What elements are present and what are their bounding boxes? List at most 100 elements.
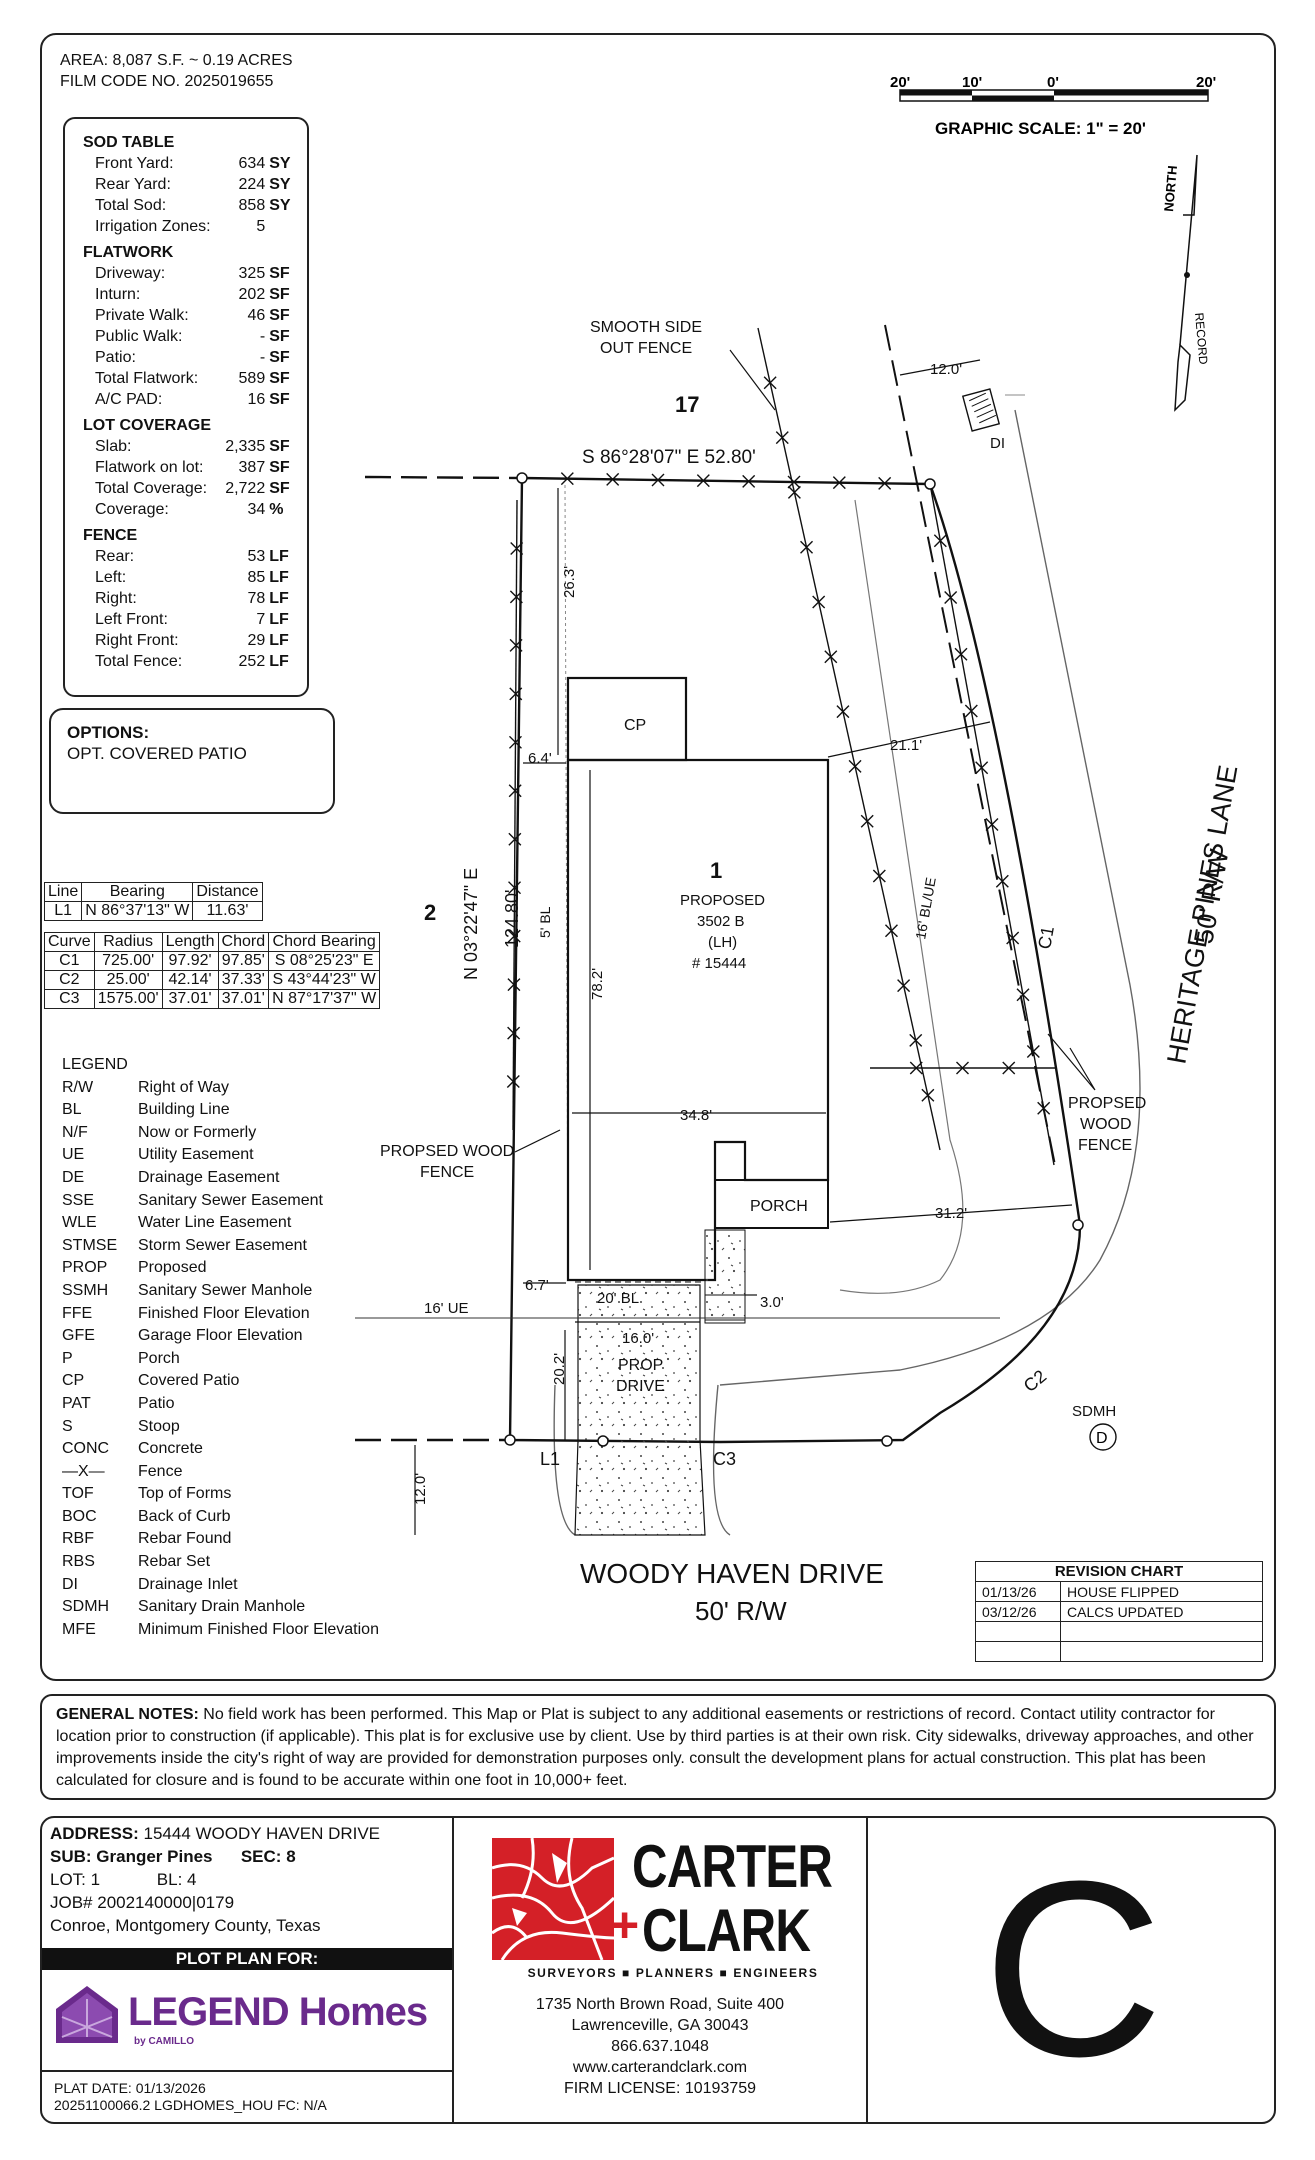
table-cell: 1575.00' xyxy=(93,989,163,1009)
legend-code: P xyxy=(62,1349,73,1367)
sod-row-label: Right Front: xyxy=(95,632,179,649)
legend-code: CONC xyxy=(62,1440,110,1458)
lot-17-label: 17 xyxy=(675,392,699,417)
sod-row-unit: SF xyxy=(269,438,290,455)
table-cell: L1 xyxy=(43,901,83,921)
legend-code: PROP xyxy=(62,1259,108,1277)
firm-contact: 1735 North Brown Road, Suite 400 Lawrenc… xyxy=(454,1994,866,2099)
fence-x-marker xyxy=(775,431,789,445)
divider-1 xyxy=(452,1818,454,2122)
fence-x-marker xyxy=(933,534,947,548)
sod-row-value: 46 xyxy=(247,307,266,324)
legend-desc: Porch xyxy=(138,1349,180,1367)
sod-row-value: 224 xyxy=(238,176,266,193)
fence-left-label-2: FENCE xyxy=(420,1164,474,1181)
sod-row-label: Irrigation Zones: xyxy=(95,218,211,235)
fence-x-marker xyxy=(1016,988,1030,1002)
revision-chart-title: REVISION CHART xyxy=(975,1561,1263,1582)
sod-row-value: 85 xyxy=(247,569,266,586)
sod-row-value: 5 xyxy=(256,218,266,235)
legend-code: S xyxy=(62,1417,73,1435)
table-header: Chord Bearing xyxy=(268,932,381,952)
sod-row-value: 387 xyxy=(238,459,266,476)
scale-label-3: 20' xyxy=(1196,74,1216,91)
fence-x-marker xyxy=(964,704,978,718)
revision-cell: HOUSE FLIPPED xyxy=(1060,1581,1263,1602)
plan-label: 3502 B xyxy=(697,913,745,930)
address-block: ADDRESS: 15444 WOODY HAVEN DRIVE SUB: Gr… xyxy=(50,1822,380,1937)
general-notes: GENERAL NOTES: No field work has been pe… xyxy=(40,1694,1276,1800)
revision-cell: 03/12/26 xyxy=(975,1601,1061,1622)
legend-desc: Fence xyxy=(138,1462,183,1480)
sub-value: Granger Pines xyxy=(91,1847,213,1866)
sdmh-symbol xyxy=(1089,1423,1117,1451)
builder-house-icon xyxy=(56,1986,118,2043)
c3-label: C3 xyxy=(713,1449,736,1469)
fence-x-marker xyxy=(1026,1045,1040,1058)
divider-2 xyxy=(866,1818,868,2122)
fence-x-marker xyxy=(860,814,874,828)
dim-67: 6.7' xyxy=(525,1277,549,1294)
legend-desc: Stoop xyxy=(138,1417,180,1435)
table-header: Bearing xyxy=(81,882,194,902)
sod-row-value: 589 xyxy=(238,370,266,387)
firm-plus: + xyxy=(610,1897,640,1953)
fence-x-marker xyxy=(509,638,523,652)
table-header: Length xyxy=(161,932,219,952)
graphic-scale: 20' 10' 0' 20' GRAPHIC SCALE: 1" = 20' xyxy=(890,74,1216,138)
sod-row-value: - xyxy=(259,349,266,366)
sod-row-unit: % xyxy=(269,501,284,518)
legend-code: BOC xyxy=(62,1507,97,1525)
sod-row-label: Slab: xyxy=(95,438,132,455)
plat-date: PLAT DATE: 01/13/2026 xyxy=(54,2080,206,2096)
sod-row-label: Flatwork on lot: xyxy=(95,459,204,476)
sod-row-label: Rear Yard: xyxy=(95,176,171,193)
builder-sub: by CAMILLO xyxy=(134,2036,194,2047)
table-cell: C1 xyxy=(44,951,95,971)
ue16-label: 16' UE xyxy=(424,1300,469,1317)
scale-label-1: 10' xyxy=(962,74,982,91)
table-cell: 97.92' xyxy=(161,951,219,971)
fence-x-marker xyxy=(763,376,777,390)
sod-row-value: 858 xyxy=(238,197,266,214)
table-header: Distance xyxy=(192,882,263,902)
table-cell: 11.63' xyxy=(192,901,263,921)
legend-code: UE xyxy=(62,1146,85,1164)
fence-x-marker xyxy=(909,1061,923,1075)
sod-row-unit: SF xyxy=(269,480,290,497)
l1-label: L1 xyxy=(540,1449,560,1469)
table-cell: 37.01' xyxy=(217,989,270,1009)
porch-label: PORCH xyxy=(750,1198,808,1215)
legend-desc: Building Line xyxy=(138,1101,230,1119)
sod-row: Patio:-SF xyxy=(83,347,293,368)
sod-row-unit: SF xyxy=(269,349,290,366)
firm-map-icon xyxy=(492,1838,614,1960)
fence-x-marker xyxy=(560,472,574,486)
covered-patio xyxy=(566,676,688,762)
sod-section-title: LOT COVERAGE xyxy=(83,417,212,434)
fence-x-marker xyxy=(985,818,999,831)
sod-section-title: FLATWORK xyxy=(83,244,174,261)
sec-value: 8 xyxy=(281,1847,296,1866)
fence-x-marker xyxy=(508,735,522,749)
lot-2-label: 2 xyxy=(424,900,436,925)
plat-code: 20251100066.2 LGDHOMES_HOU FC: N/A xyxy=(54,2097,327,2113)
legend-code: PAT xyxy=(62,1394,91,1412)
